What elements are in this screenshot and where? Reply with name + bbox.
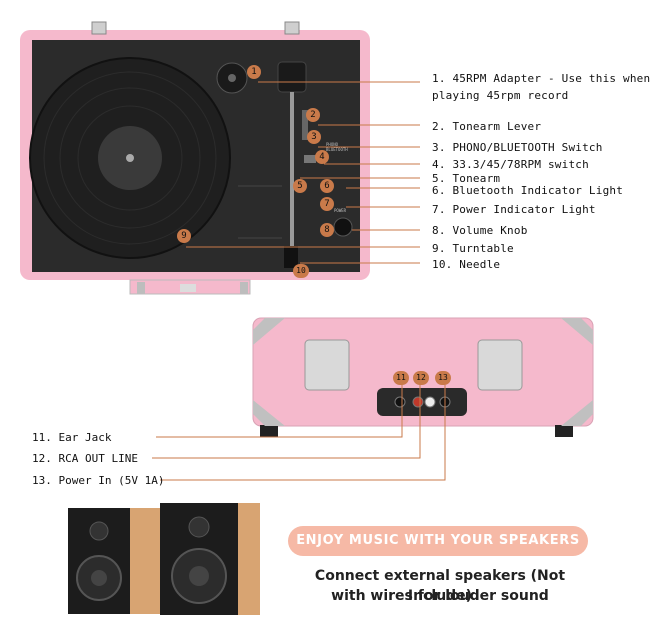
badge-12: 12	[413, 371, 429, 385]
label-1: 1. 45RPM Adapter - Use this when	[432, 72, 650, 85]
panel-power-text: POWER	[334, 208, 347, 213]
badge-2: 2	[306, 108, 320, 122]
label-12: 12. RCA OUT LINE	[32, 452, 138, 465]
panel-phono-text: PHONO	[326, 142, 339, 147]
label-13: 13. Power In (5V 1A)	[32, 474, 165, 487]
right-latch	[477, 339, 523, 391]
tonearm-lever	[302, 110, 308, 140]
turntable-top-view	[20, 21, 370, 295]
badge-8: 8	[320, 223, 334, 237]
panel-bluetooth-text: BLUETOOTH	[326, 147, 348, 152]
tonearm-base	[277, 61, 307, 93]
badge-10: 10	[293, 264, 309, 278]
badge-4: 4	[315, 150, 329, 164]
badge-13: 13	[435, 371, 451, 385]
label-9: 9. Turntable	[432, 242, 514, 255]
promo-line-2: with wires for louder sound	[331, 588, 549, 604]
label-4: 4. 33.3/45/78RPM switch	[432, 158, 589, 171]
badge-6: 6	[320, 179, 334, 193]
label-7: 7. Power Indicator Light	[432, 203, 596, 216]
badge-3: 3	[307, 130, 321, 144]
label-2: 2. Tonearm Lever	[432, 120, 542, 133]
label-10: 10. Needle	[432, 258, 501, 271]
badge-11: 11	[393, 371, 409, 385]
needle-head	[284, 246, 298, 268]
promo-line-1: Connect external speakers (Not Include)	[314, 568, 566, 604]
side-callout-lines	[152, 385, 446, 481]
left-latch	[304, 339, 350, 391]
label-5: 5. Tonearm	[432, 172, 501, 185]
rpm-switch	[304, 155, 316, 163]
volume-knob	[333, 217, 353, 237]
badge-7: 7	[320, 197, 334, 211]
top-callout-lines	[186, 81, 420, 264]
badge-5: 5	[293, 179, 307, 193]
badge-9: 9	[177, 229, 191, 243]
label-11: 11. Ear Jack	[32, 431, 112, 444]
label-6: 6. Bluetooth Indicator Light	[432, 184, 624, 197]
label-8: 8. Volume Knob	[432, 224, 528, 237]
badge-1: 1	[247, 65, 261, 79]
promo-banner: ENJOY MUSIC WITH YOUR SPEAKERS	[288, 526, 588, 556]
speakers-illustration	[68, 503, 260, 615]
label-3: 3. PHONO/BLUETOOTH Switch	[432, 141, 603, 154]
label-1-line2: playing 45rpm record	[432, 89, 569, 102]
